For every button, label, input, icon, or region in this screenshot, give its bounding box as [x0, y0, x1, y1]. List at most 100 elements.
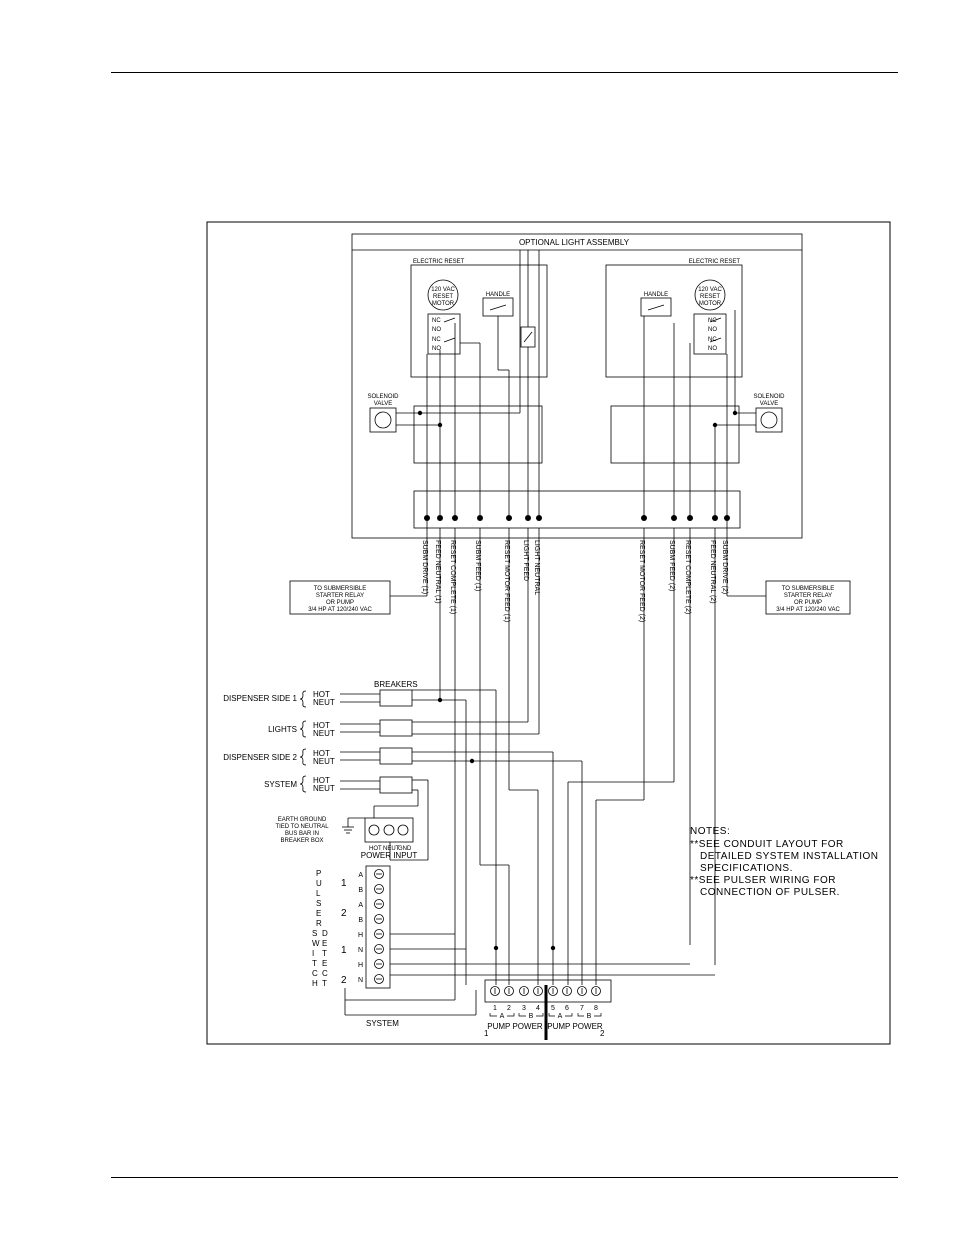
pump-power-number: 1	[484, 1029, 489, 1038]
pump-group-label: A	[500, 1013, 505, 1020]
hot-label: HOT	[313, 749, 330, 758]
reset-motor-label: MOTOR	[432, 301, 455, 307]
power-input-label: POWER INPUT	[361, 851, 418, 860]
pump-terminal-number: 8	[594, 1005, 598, 1012]
pump-group-label: A	[558, 1013, 563, 1020]
reset-motor-right	[694, 279, 726, 311]
starter-note-text: STARTER RELAY	[784, 593, 832, 599]
hot-label: HOT	[313, 690, 330, 699]
detect-letter: T	[322, 979, 327, 988]
wire-label: SUBM FEED (1)	[474, 540, 481, 591]
breaker-system	[379, 776, 413, 794]
terminal-label: A	[358, 872, 363, 879]
terminal-label: B	[358, 887, 363, 894]
group-number: 1	[341, 878, 347, 889]
starter-note-text: TO SUBMERSIBLE	[314, 586, 367, 592]
wire-label: RESET MOTOR FEED (1)	[503, 540, 510, 622]
electric-reset-label-left: ELECTRIC RESET	[413, 259, 465, 265]
header-rule	[111, 72, 898, 73]
neut-label: NEUT	[313, 757, 335, 766]
wire-label: RESET COMPLETE (2)	[684, 540, 691, 614]
breakers-label: BREAKERS	[374, 680, 418, 689]
pump-power-block	[484, 979, 612, 1003]
wire-label: FEED NEUTRAL (1)	[434, 540, 441, 604]
light-assembly-box	[351, 233, 803, 539]
terminal-label: N	[358, 977, 363, 984]
pulser-letter: L	[316, 889, 321, 898]
no-label: NO	[432, 327, 441, 333]
starter-note-right	[765, 580, 851, 615]
notes-line: **SEE PULSER WIRING FOR	[690, 875, 836, 886]
system-label: SYSTEM	[366, 1019, 399, 1028]
terminal-label: H	[358, 962, 363, 969]
nc-label: NC	[432, 318, 441, 324]
pump-terminal-number: 4	[536, 1005, 540, 1012]
pulser-letter: E	[316, 909, 321, 918]
notes-line: NOTES:	[690, 826, 730, 837]
neut-label: NEUT	[313, 698, 335, 707]
earth-ground-text: BUS BAR IN	[285, 831, 319, 837]
terminal-label: N	[358, 947, 363, 954]
earth-ground-text: TIED TO NEUTRAL	[275, 824, 329, 830]
nc-label: NC	[708, 318, 717, 324]
wire-label: RESET COMPLETE (1)	[449, 540, 456, 614]
group-number: 2	[341, 908, 347, 919]
hot-label: HOT	[313, 776, 330, 785]
detect-letter: C	[322, 969, 328, 978]
terminal-label: A	[358, 902, 363, 909]
optional-light-assembly-label: OPTIONAL LIGHT ASSEMBLY	[519, 238, 630, 247]
pulser-letter: R	[316, 919, 322, 928]
switch-letter: H	[312, 979, 318, 988]
switch-letter: C	[312, 969, 318, 978]
diagram-frame	[206, 221, 891, 1045]
solenoid-valve-label: VALVE	[760, 401, 778, 407]
starter-note-text: 3/4 HP AT 120/240 VAC	[776, 607, 840, 613]
notes-line: DETAILED SYSTEM INSTALLATION	[700, 851, 878, 862]
breaker-dispenser-2	[379, 747, 413, 765]
wire-label: SUBM FEED (2)	[668, 540, 675, 591]
solenoid-valve-label: VALVE	[374, 401, 392, 407]
solenoid-valve-label: SOLENOID	[753, 394, 785, 400]
breaker-lights	[379, 719, 413, 737]
pulser-letter: P	[316, 869, 321, 878]
circuit-label: SYSTEM	[264, 780, 297, 789]
pump-group-label: B	[529, 1013, 534, 1020]
notes-line: **SEE CONDUIT LAYOUT FOR	[690, 839, 844, 850]
wire-label: RESET MOTOR FEED (2)	[638, 540, 645, 622]
pump-power-label-2: PUMP POWER	[547, 1022, 603, 1031]
pump-terminal-number: 2	[507, 1005, 511, 1012]
notes-line: CONNECTION OF PULSER.	[700, 887, 840, 898]
reset-motor-label: MOTOR	[699, 301, 722, 307]
circuit-label: DISPENSER SIDE 1	[223, 694, 297, 703]
circuit-braces	[299, 690, 307, 793]
group-number: 1	[341, 945, 347, 956]
starter-note-text: 3/4 HP AT 120/240 VAC	[308, 607, 372, 613]
pulser-letter: S	[316, 899, 321, 908]
solenoid-valve-label: SOLENOID	[367, 394, 399, 400]
switch-letter: S	[312, 929, 317, 938]
pump-terminal-number: 5	[551, 1005, 555, 1012]
pump-group-label: B	[587, 1013, 592, 1020]
detect-letter: D	[322, 929, 328, 938]
wire-label: LIGHT FEED	[522, 540, 529, 581]
handle-label-left: HANDLE	[486, 292, 510, 298]
handle-switch-right	[640, 297, 672, 317]
pump-terminal-number: 7	[580, 1005, 584, 1012]
pump-power-number: 2	[600, 1029, 605, 1038]
starter-note-text: TO SUBMERSIBLE	[782, 586, 835, 592]
pulser-switch-terminal-strip	[365, 865, 391, 989]
earth-ground-text: EARTH GROUND	[278, 817, 327, 823]
no-label: NO	[432, 346, 441, 352]
neut-label: NEUT	[313, 729, 335, 738]
terminal-label: H	[358, 932, 363, 939]
reset-motor-label: RESET	[433, 294, 453, 300]
hot-label: HOT	[313, 721, 330, 730]
wire-label: SUBM DRIVE (2)	[721, 540, 728, 594]
solenoid-valve-right	[755, 407, 783, 433]
reset-motor-left	[427, 279, 459, 311]
reset-motor-label: 120 VAC	[698, 287, 722, 293]
power-term-label: NEUT	[383, 846, 400, 852]
circuit-label: DISPENSER SIDE 2	[223, 753, 297, 762]
breaker-dispenser-1	[379, 689, 413, 707]
detect-letter: T	[322, 949, 327, 958]
